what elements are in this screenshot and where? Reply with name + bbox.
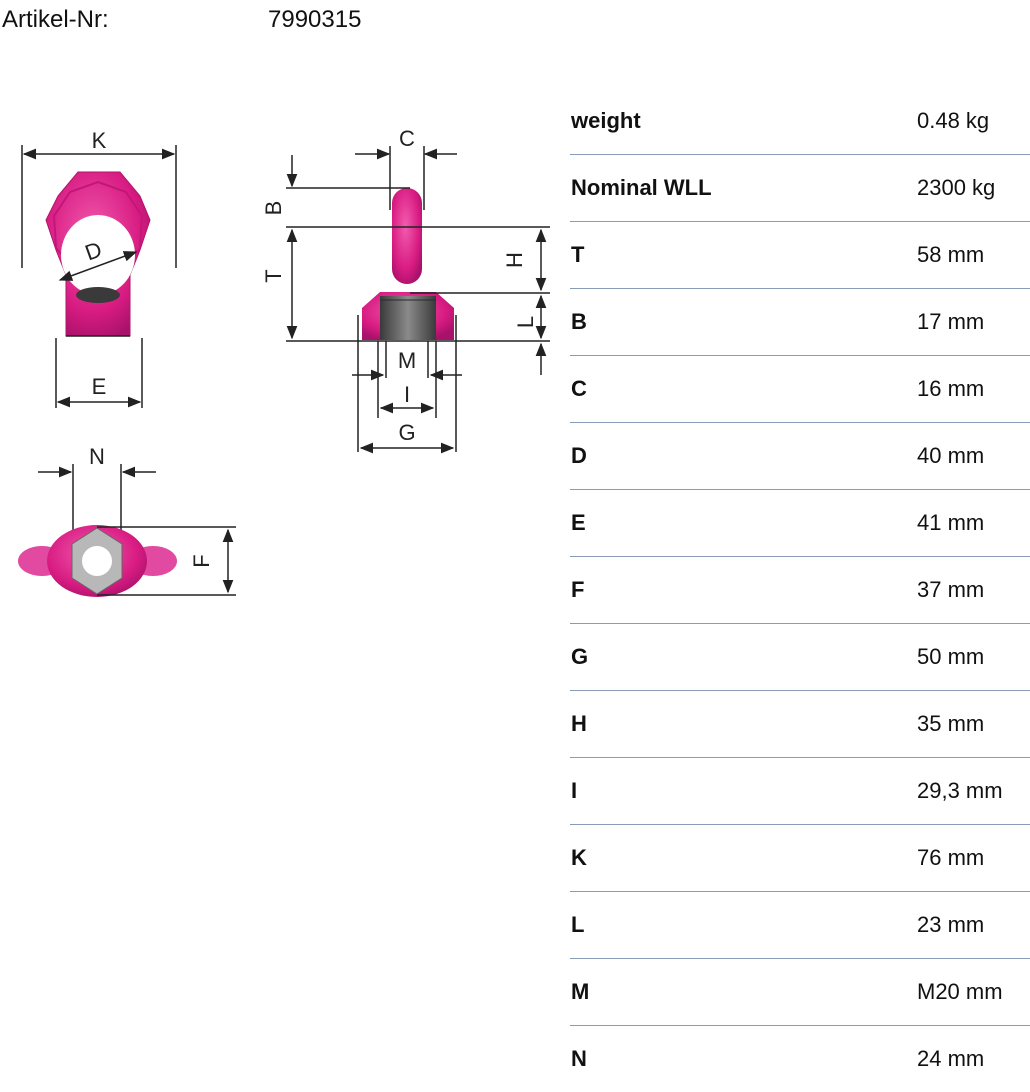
label-T: T — [261, 269, 286, 282]
technical-drawing: K D E C B T H L — [0, 100, 560, 620]
spec-name: H — [570, 691, 917, 758]
front-view: K D E — [22, 128, 176, 408]
article-number-label: Artikel-Nr: — [2, 6, 109, 34]
article-number-value: 7990315 — [268, 6, 361, 34]
spec-value: 16 mm — [917, 356, 1030, 423]
spec-name: I — [570, 758, 917, 825]
spec-name: D — [570, 423, 917, 490]
spec-value: 2300 kg — [917, 155, 1030, 222]
side-view: C B T H L M I G — [261, 126, 550, 452]
label-L: L — [513, 316, 538, 328]
spec-value: 0.48 kg — [917, 88, 1030, 155]
spec-value: 23 mm — [917, 892, 1030, 959]
label-G: G — [398, 420, 415, 445]
spec-value: 29,3 mm — [917, 758, 1030, 825]
label-M: M — [398, 348, 416, 373]
spec-value: 76 mm — [917, 825, 1030, 892]
spec-name: G — [570, 624, 917, 691]
spec-value: 37 mm — [917, 557, 1030, 624]
label-F: F — [189, 554, 214, 567]
spec-name: F — [570, 557, 917, 624]
label-E: E — [92, 374, 107, 399]
spec-name: M — [570, 959, 917, 1026]
spec-name: Nominal WLL — [570, 155, 917, 222]
spec-value: M20 mm — [917, 959, 1030, 1026]
label-I: I — [404, 382, 410, 407]
spec-name: L — [570, 892, 917, 959]
top-view: N F — [18, 444, 236, 597]
spec-value: 58 mm — [917, 222, 1030, 289]
label-N: N — [89, 444, 105, 469]
spec-value: 41 mm — [917, 490, 1030, 557]
spec-value: 40 mm — [917, 423, 1030, 490]
label-B: B — [261, 201, 286, 216]
label-K: K — [92, 128, 107, 153]
spec-value: 50 mm — [917, 624, 1030, 691]
spec-name: K — [570, 825, 917, 892]
spec-name: C — [570, 356, 917, 423]
spec-name: N — [570, 1026, 917, 1092]
spec-name: B — [570, 289, 917, 356]
spec-value: 24 mm — [917, 1026, 1030, 1092]
label-C: C — [399, 126, 415, 151]
spec-name: T — [570, 222, 917, 289]
spec-value: 17 mm — [917, 289, 1030, 356]
spec-value: 35 mm — [917, 691, 1030, 758]
label-H: H — [502, 252, 527, 268]
spec-name: weight — [570, 88, 917, 155]
spec-name: E — [570, 490, 917, 557]
